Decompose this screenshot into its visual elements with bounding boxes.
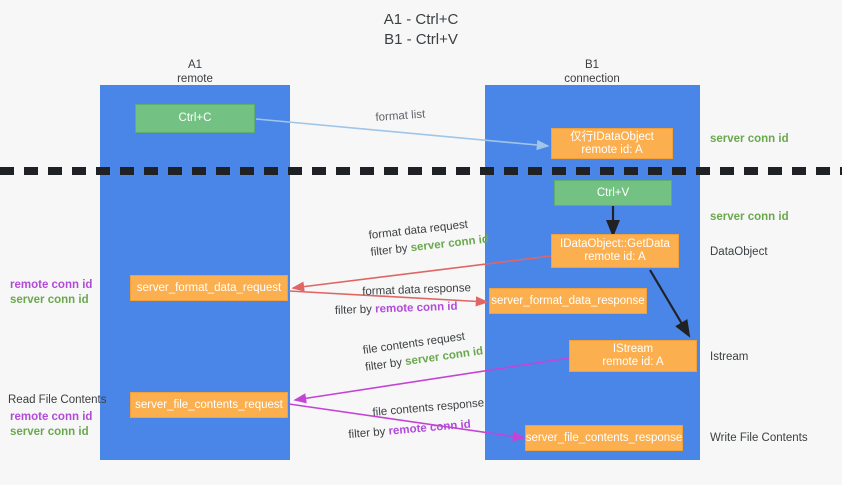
column-header-b1: B1 connection: [512, 58, 672, 86]
node-fmt-resp-label: server_format_data_response: [491, 294, 645, 307]
title-line-1: A1 - Ctrl+C: [383, 11, 459, 28]
left-tag-read-file-contents: Read File Contents: [8, 394, 107, 406]
edge-label-format-data-response-group: format data response filter by remote co…: [335, 281, 472, 317]
column-b1-name: B1: [584, 59, 600, 71]
edge-filter-file-response: filter by remote conn id: [348, 416, 487, 442]
column-b1-sub: connection: [564, 73, 620, 85]
left-tag-remote-conn-id-1: remote conn id: [10, 279, 93, 291]
edge-label-file-contents-request-group: file contents request filter by server c…: [362, 327, 484, 374]
title-line-2: B1 - Ctrl+V: [384, 31, 458, 48]
filter-by-text-1: filter by: [370, 242, 409, 259]
filter-remote-conn-id-1: remote conn id: [374, 300, 458, 316]
column-header-a1: A1 remote: [115, 58, 275, 86]
right-tag-write-file-contents: Write File Contents: [710, 432, 808, 444]
filter-remote-conn-id-2: remote conn id: [388, 418, 472, 438]
filter-by-text-4: filter by: [347, 425, 386, 442]
node-server-format-data-response[interactable]: server_format_data_response: [489, 288, 647, 314]
node-server-file-contents-request[interactable]: server_file_contents_request: [130, 392, 288, 418]
filter-by-text-2: filter by: [334, 303, 373, 317]
edge-label-file-contents-response-group: file contents response filter by remote …: [348, 396, 486, 441]
node-istream[interactable]: IStream remote id: A: [569, 340, 697, 372]
edge-label-file-contents-response: file contents response: [372, 397, 485, 419]
right-tag-istream: Istream: [710, 351, 749, 363]
edge-label-format-data-response: format data response: [362, 282, 472, 298]
right-tag-dataobject: DataObject: [710, 246, 768, 258]
node-file-resp-label: server_file_contents_response: [525, 431, 683, 444]
node-istream-id: remote id: A: [602, 356, 664, 368]
node-fmt-req-label: server_format_data_request: [136, 281, 282, 294]
column-a1-name: A1: [187, 59, 203, 71]
node-server-file-contents-response[interactable]: server_file_contents_response: [525, 425, 683, 451]
left-tag-remote-conn-id-2: remote conn id: [10, 411, 93, 423]
node-idataobject-id: remote id: A: [581, 143, 643, 156]
node-file-req-label: server_file_contents_request: [135, 398, 283, 411]
column-a1-sub: remote: [177, 73, 213, 85]
node-getdata-id: remote id: A: [584, 251, 646, 263]
node-server-format-data-request[interactable]: server_format_data_request: [130, 275, 288, 301]
node-ctrl-c[interactable]: Ctrl+C: [135, 104, 255, 133]
node-getdata-title: IDataObject::GetData: [560, 238, 670, 250]
edge-filter-format-response: filter by remote conn id: [335, 299, 472, 318]
node-idataobject[interactable]: 仅行IDataObject remote id: A: [551, 128, 673, 159]
right-tag-server-conn-id-mid: server conn id: [710, 211, 789, 223]
left-tag-server-conn-id-1: server conn id: [10, 294, 89, 306]
left-tag-group-file: remote conn id server conn id: [10, 410, 92, 440]
right-tag-server-conn-id-top: server conn id: [710, 133, 789, 145]
node-idataobject-getdata[interactable]: IDataObject::GetData remote id: A: [551, 234, 679, 268]
phase-divider: [0, 167, 842, 175]
edge-label-format-list: format list: [375, 108, 426, 124]
node-ctrl-v-label: Ctrl+V: [596, 186, 630, 199]
node-ctrl-c-label: Ctrl+C: [178, 112, 212, 124]
filter-by-text-3: filter by: [364, 356, 403, 374]
node-ctrl-v[interactable]: Ctrl+V: [554, 180, 672, 206]
left-tag-server-conn-id-2: server conn id: [10, 426, 89, 438]
left-tag-group-format: remote conn id server conn id: [10, 278, 92, 308]
page-title: A1 - Ctrl+C B1 - Ctrl+V: [0, 10, 842, 50]
edge-label-format-data-request-group: format data request filter by server con…: [368, 216, 490, 260]
node-idataobject-title: 仅行IDataObject: [570, 130, 654, 143]
node-istream-title: IStream: [612, 343, 654, 355]
